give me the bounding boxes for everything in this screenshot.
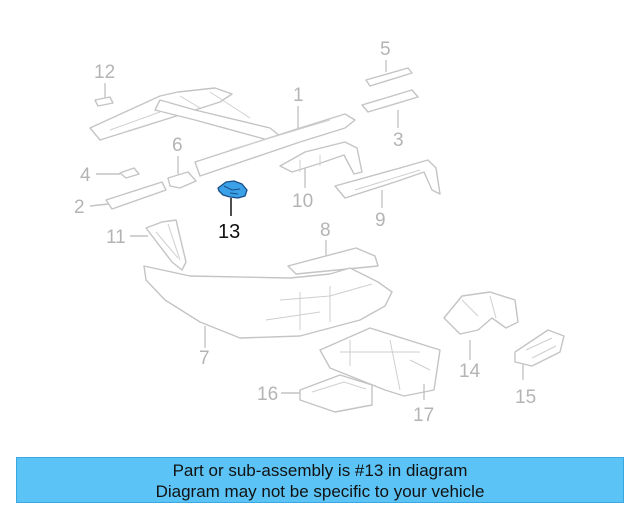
part-14 — [443, 291, 519, 335]
part-9 — [334, 159, 441, 199]
callout-12: 12 — [94, 62, 115, 83]
part-13 — [217, 180, 248, 199]
part-8 — [287, 247, 379, 275]
part-5 — [365, 67, 413, 87]
callout-5: 5 — [380, 39, 391, 60]
part-17 — [319, 327, 441, 397]
part-2 — [105, 181, 167, 210]
parts-diagram: 12 5 1 3 4 6 2 10 9 11 8 7 14 15 16 17 1… — [74, 39, 565, 426]
callout-4: 4 — [80, 165, 91, 186]
callout-6: 6 — [172, 135, 183, 156]
part-10 — [279, 141, 363, 175]
notice-line-part: Part or sub-assembly is #13 in diagram — [172, 461, 468, 480]
part-1 — [89, 87, 356, 177]
notice-line-disclaimer: Diagram may not be specific to your vehi… — [155, 482, 485, 501]
callout-7: 7 — [199, 348, 210, 369]
part-4 — [119, 167, 140, 179]
leader-lines — [89, 60, 524, 400]
part-3 — [361, 89, 419, 113]
part-16 — [299, 374, 373, 413]
callout-3: 3 — [393, 130, 404, 151]
callout-13-highlighted: 13 — [218, 221, 240, 243]
callout-9: 9 — [375, 210, 386, 231]
callout-11: 11 — [106, 227, 126, 248]
callout-15: 15 — [515, 387, 536, 408]
part-6 — [167, 171, 197, 189]
part-12 — [94, 96, 114, 107]
notice-banner: Part or sub-assembly is #13 in diagram D… — [16, 457, 624, 503]
part-11 — [145, 219, 187, 271]
callout-10: 10 — [292, 191, 313, 212]
callout-1: 1 — [293, 85, 304, 106]
callout-2: 2 — [74, 197, 85, 218]
callout-16: 16 — [257, 384, 278, 405]
part-7 — [143, 265, 393, 339]
callout-17: 17 — [413, 405, 434, 426]
callout-14: 14 — [459, 361, 481, 382]
callout-labels: 12 5 1 3 4 6 2 10 9 11 8 7 14 15 16 17 1… — [74, 39, 536, 426]
part-15 — [514, 329, 565, 367]
callout-8: 8 — [320, 220, 331, 241]
